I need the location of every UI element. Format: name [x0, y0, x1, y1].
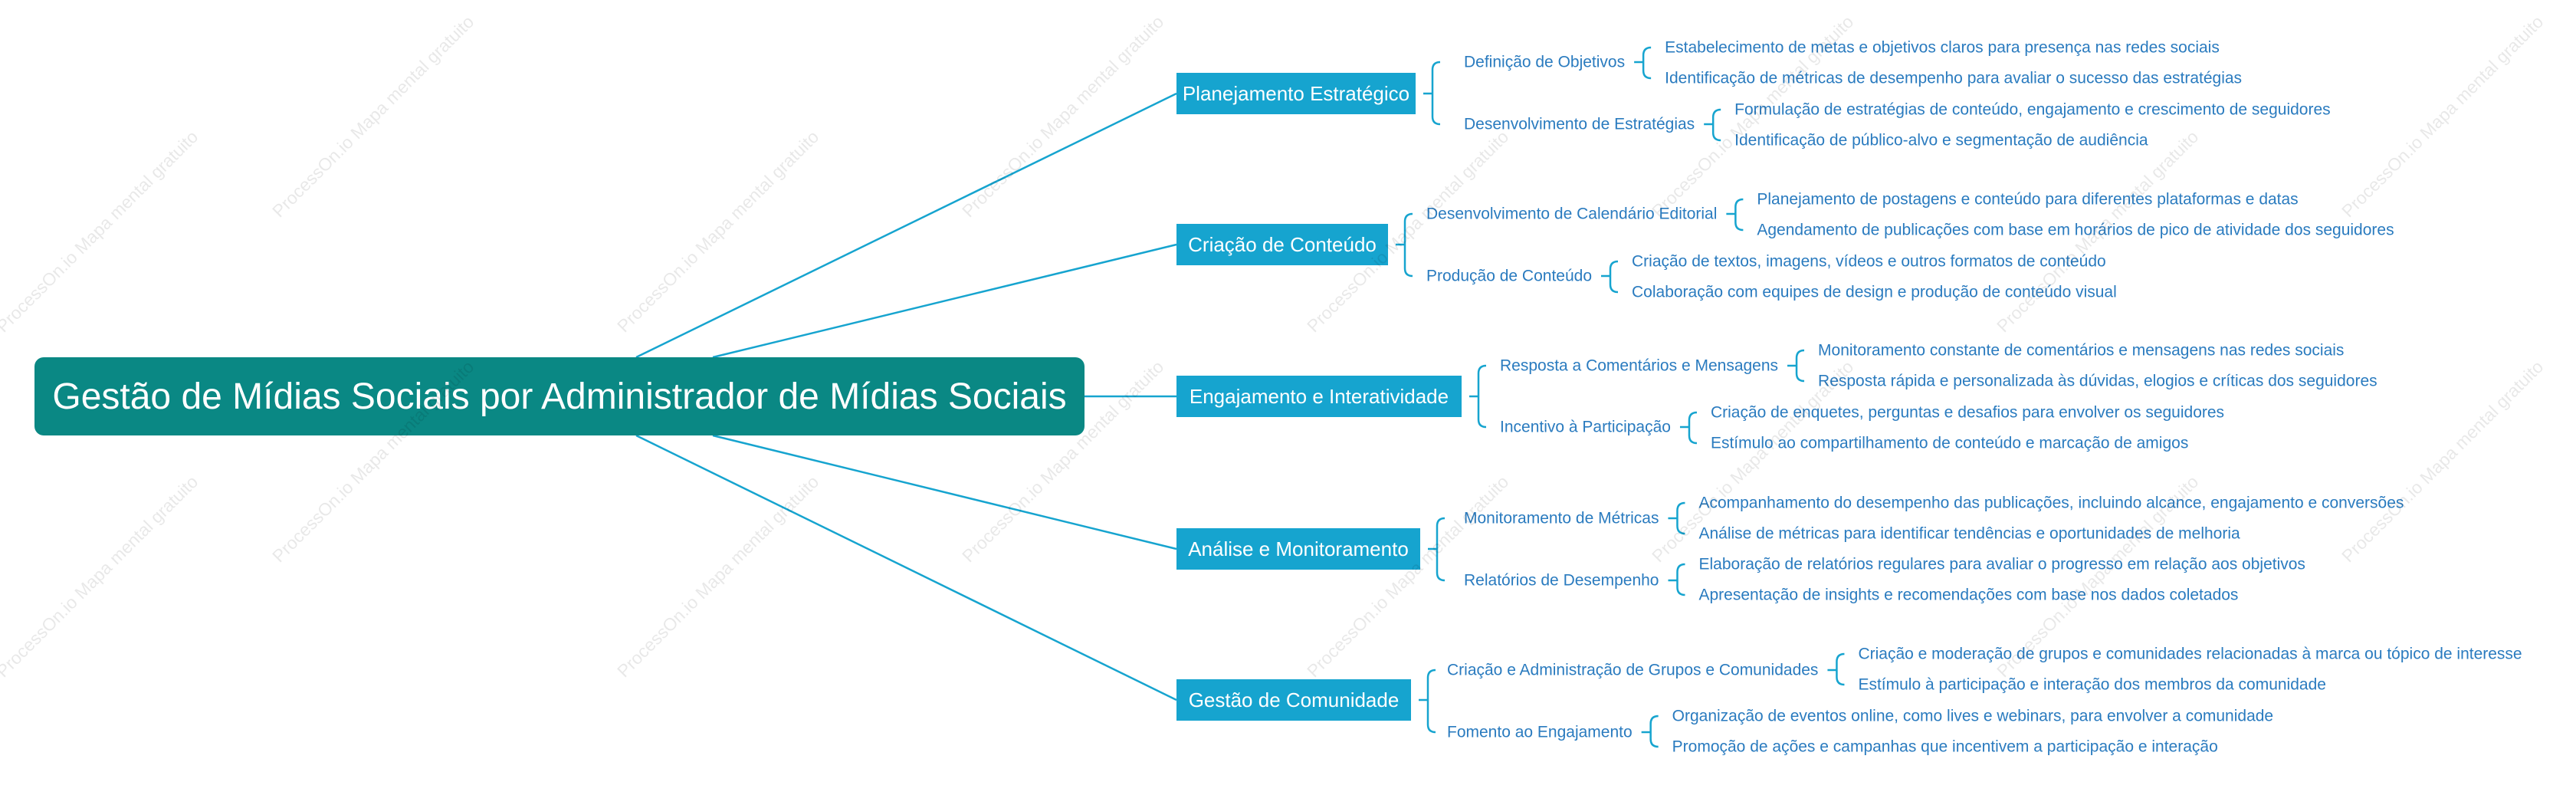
main-topic-5[interactable]: Gestão de Comunidade — [1176, 679, 1411, 721]
topic-bracket-5 — [1426, 669, 1436, 734]
subtopic-bracket — [1642, 46, 1652, 80]
leaf-label[interactable]: Agendamento de publicações com base em h… — [1757, 221, 2394, 239]
main-topic-2[interactable]: Criação de Conteúdo — [1176, 224, 1388, 265]
subtopic-label[interactable]: Monitoramento de Métricas — [1464, 509, 1659, 527]
subtopic-label[interactable]: Resposta a Comentários e Mensagens — [1500, 356, 1779, 375]
subtopic-bracket — [1711, 108, 1721, 142]
subtopic-label[interactable]: Desenvolvimento de Calendário Editorial — [1426, 205, 1718, 223]
leaf-label[interactable]: Estabelecimento de metas e objetivos cla… — [1665, 38, 2220, 57]
root-connector-2 — [712, 243, 1177, 359]
leaf-label[interactable]: Estímulo à participação e interação dos … — [1858, 675, 2326, 694]
subtopic-bracket — [1795, 349, 1805, 383]
leaf-label[interactable]: Apresentação de insights e recomendações… — [1698, 586, 2239, 604]
topic-bracket-3 — [1477, 364, 1487, 429]
leaf-label[interactable]: Acompanhamento do desempenho das publica… — [1698, 494, 2404, 512]
leaf-label[interactable]: Promoção de ações e campanhas que incent… — [1672, 738, 2218, 756]
topic-bracket-2 — [1403, 212, 1413, 278]
leaf-label[interactable]: Criação e moderação de grupos e comunida… — [1858, 645, 2522, 663]
subtopic-bracket — [1836, 652, 1845, 686]
main-topic-1[interactable]: Planejamento Estratégico — [1176, 73, 1416, 114]
subtopic-bracket — [1676, 563, 1685, 596]
leaf-label[interactable]: Estímulo ao compartilhamento de conteúdo… — [1710, 434, 2189, 452]
topic-bracket-1 — [1431, 61, 1441, 126]
subtopic-label[interactable]: Relatórios de Desempenho — [1464, 571, 1659, 590]
leaf-label[interactable]: Resposta rápida e personalizada às dúvid… — [1818, 372, 2377, 390]
root-connector-4 — [712, 434, 1177, 550]
leaf-label[interactable]: Identificação de público-alvo e segmenta… — [1734, 131, 2148, 150]
root-topic[interactable]: Gestão de Mídias Sociais por Administrad… — [34, 357, 1085, 435]
leaf-label[interactable]: Organização de eventos online, como live… — [1672, 707, 2274, 725]
subtopic-bracket — [1649, 715, 1659, 748]
leaf-label[interactable]: Planejamento de postagens e conteúdo par… — [1757, 190, 2299, 209]
root-connector-5 — [635, 434, 1177, 702]
leaf-label[interactable]: Colaboração com equipes de design e prod… — [1632, 283, 2117, 301]
leaf-label[interactable]: Análise de métricas para identificar ten… — [1698, 524, 2240, 543]
subtopic-label[interactable]: Produção de Conteúdo — [1426, 267, 1592, 285]
subtopic-bracket — [1676, 501, 1685, 535]
leaf-label[interactable]: Elaboração de relatórios regulares para … — [1698, 555, 2305, 573]
subtopic-label[interactable]: Incentivo à Participação — [1500, 418, 1671, 436]
subtopic-label[interactable]: Fomento ao Engajamento — [1447, 723, 1633, 741]
leaf-label[interactable]: Criação de enquetes, perguntas e desafio… — [1710, 403, 2225, 422]
main-topic-3[interactable]: Engajamento e Interatividade — [1176, 376, 1462, 417]
subtopic-bracket — [1688, 411, 1698, 445]
subtopic-label[interactable]: Criação e Administração de Grupos e Comu… — [1447, 661, 1819, 679]
subtopic-bracket — [1609, 260, 1619, 294]
leaf-label[interactable]: Criação de textos, imagens, vídeos e out… — [1632, 252, 2106, 271]
root-connector-1 — [635, 92, 1177, 359]
main-topic-4[interactable]: Análise e Monitoramento — [1176, 528, 1420, 570]
subtopic-bracket — [1734, 198, 1744, 232]
topic-bracket-4 — [1436, 517, 1446, 582]
leaf-label[interactable]: Identificação de métricas de desempenho … — [1665, 69, 2243, 87]
subtopic-label[interactable]: Desenvolvimento de Estratégias — [1464, 115, 1695, 133]
subtopic-label[interactable]: Definição de Objetivos — [1464, 53, 1626, 71]
leaf-label[interactable]: Formulação de estratégias de conteúdo, e… — [1734, 100, 2331, 119]
leaf-label[interactable]: Monitoramento constante de comentários e… — [1818, 341, 2345, 360]
